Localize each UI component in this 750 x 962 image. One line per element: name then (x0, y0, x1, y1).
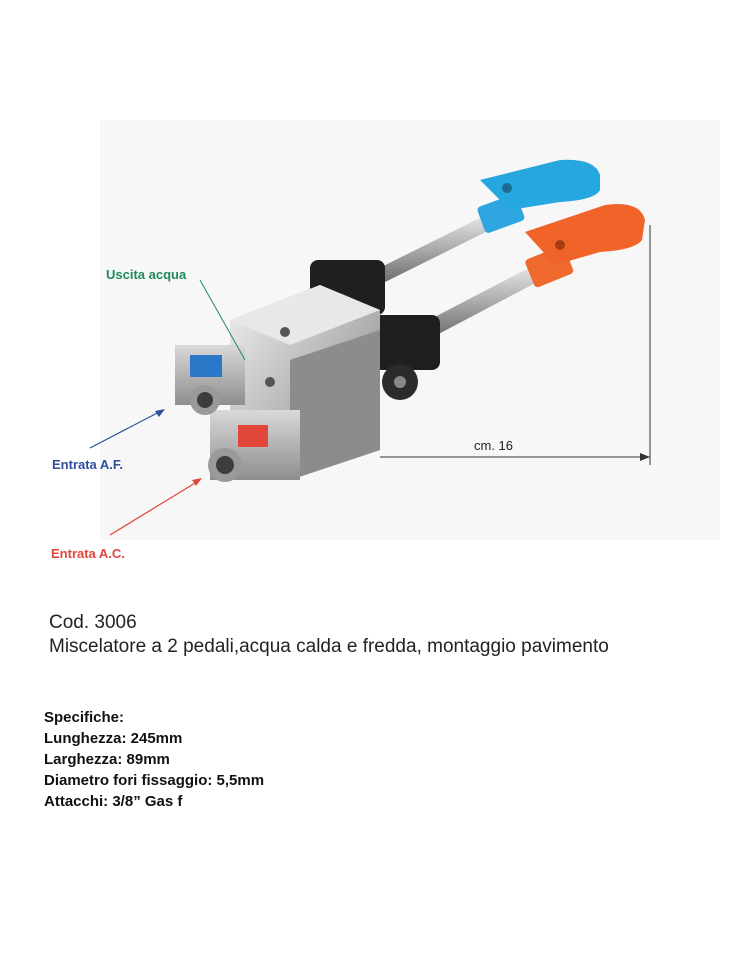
hot-inlet-label: Entrata A.C. (51, 546, 125, 561)
spec-width: Larghezza: 89mm (44, 751, 170, 768)
spec-fittings: Attacchi: 3/8” Gas f (44, 793, 183, 810)
cold-leader (89, 409, 164, 449)
product-code: Cod. 3006 (49, 612, 137, 633)
blue-pedal-assembly (355, 159, 600, 292)
dimension-line (380, 225, 651, 465)
mixer-body (175, 285, 380, 482)
specs-heading: Specifiche: (44, 709, 125, 726)
specifications: Specifiche: Lunghezza: 245mm Larghezza: … (44, 707, 264, 812)
cold-inlet-label: Entrata A.F. (52, 457, 124, 472)
outlet-label: Uscita acqua (106, 267, 187, 282)
dimension-label: cm. 16 (474, 438, 514, 453)
outlet-leader (199, 279, 246, 361)
hot-leader (109, 479, 201, 536)
product-photo (89, 120, 720, 540)
spec-length: Lunghezza: 245mm (44, 730, 183, 747)
product-description: Miscelatore a 2 pedali,acqua calda e fre… (49, 636, 609, 657)
spec-holes: Diametro fori fissaggio: 5,5mm (44, 772, 265, 789)
